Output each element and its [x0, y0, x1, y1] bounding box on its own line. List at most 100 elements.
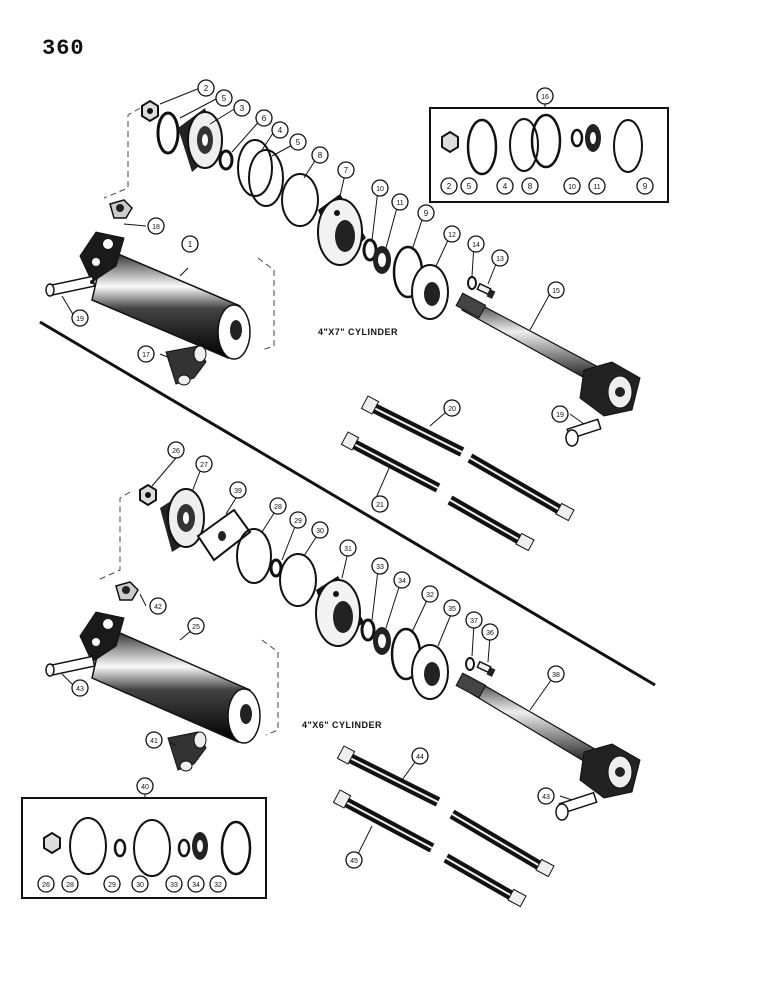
- clevis-pin: [555, 791, 598, 821]
- svg-text:7: 7: [344, 166, 349, 175]
- lower-cylinder-assembly: [45, 457, 641, 908]
- callout-34: 34: [187, 875, 205, 893]
- callout-33: 33: [371, 557, 389, 575]
- svg-text:33: 33: [376, 564, 384, 571]
- clevis-pin: [565, 418, 602, 447]
- callout-34: 34: [393, 571, 411, 589]
- svg-text:18: 18: [152, 224, 160, 231]
- callout-17: 17: [137, 345, 155, 363]
- svg-text:12: 12: [448, 232, 456, 239]
- callout-38: 38: [547, 665, 565, 683]
- svg-text:26: 26: [42, 882, 50, 889]
- clevis-pin: [45, 275, 96, 297]
- callout-42: 42: [149, 597, 167, 615]
- callout-7: 7: [337, 161, 355, 179]
- callout-2: 2: [440, 177, 458, 195]
- callout-11: 11: [391, 193, 409, 211]
- callout-13: 13: [491, 249, 509, 267]
- svg-text:44: 44: [416, 754, 424, 761]
- label-4x7-cylinder: 4"X7" CYLINDER: [318, 327, 399, 337]
- callout-15: 15: [547, 281, 565, 299]
- callout-19: 19: [551, 405, 569, 423]
- svg-text:2: 2: [447, 182, 452, 191]
- svg-text:11: 11: [396, 200, 403, 207]
- callout-39: 39: [229, 481, 247, 499]
- upper-cylinder-assembly: [45, 87, 641, 552]
- svg-text:28: 28: [274, 504, 282, 511]
- tie-rod: [360, 395, 575, 522]
- backup-ring: [236, 528, 272, 584]
- callout-26: 26: [167, 441, 185, 459]
- svg-text:11: 11: [593, 184, 600, 191]
- hydraulic-elbow-fitting: [115, 581, 139, 601]
- svg-text:34: 34: [398, 578, 406, 585]
- callout-25: 25: [187, 617, 205, 635]
- svg-text:29: 29: [108, 882, 116, 889]
- callout-29: 29: [289, 511, 307, 529]
- cylinder-gland: [315, 576, 364, 647]
- svg-text:38: 38: [552, 672, 560, 679]
- svg-text:36: 36: [486, 630, 494, 637]
- svg-text:8: 8: [528, 182, 533, 191]
- callout-32: 32: [209, 875, 227, 893]
- svg-text:8: 8: [318, 151, 323, 160]
- lock-washer: [465, 657, 475, 671]
- svg-text:17: 17: [142, 352, 150, 359]
- svg-text:19: 19: [76, 316, 84, 323]
- svg-text:4: 4: [278, 126, 283, 135]
- seal-ring: [279, 553, 317, 607]
- hydraulic-elbow-fitting: [109, 199, 133, 219]
- callout-21: 21: [371, 495, 389, 513]
- callout-29: 29: [103, 875, 121, 893]
- tie-rod: [332, 789, 527, 908]
- retainer-plate: [411, 264, 449, 320]
- svg-text:4: 4: [503, 182, 508, 191]
- piston-head: [160, 488, 205, 552]
- callout-30: 30: [311, 521, 329, 539]
- cylinder-barrel: [79, 611, 261, 744]
- o-ring: [156, 111, 180, 155]
- svg-text:45: 45: [350, 858, 358, 865]
- callout-26: 26: [37, 875, 55, 893]
- callout-33: 33: [165, 875, 183, 893]
- callout-8: 8: [311, 146, 329, 164]
- callout-30: 30: [131, 875, 149, 893]
- callout-43: 43: [537, 787, 555, 805]
- svg-text:6: 6: [262, 114, 267, 123]
- cylinder-barrel: [79, 231, 251, 360]
- callout-40: 40: [136, 777, 154, 795]
- svg-text:30: 30: [136, 882, 144, 889]
- washer: [360, 618, 376, 642]
- svg-text:37: 37: [470, 618, 478, 625]
- callouts: 2 5 3 6 4 5 8 7 10 11 9 12 14 13 18 1 19…: [37, 79, 654, 893]
- svg-text:10: 10: [376, 186, 384, 193]
- svg-text:42: 42: [154, 604, 162, 611]
- svg-text:26: 26: [172, 448, 180, 455]
- rod-wiper: [373, 246, 391, 274]
- hex-nut: [139, 483, 157, 507]
- callout-27: 27: [195, 455, 213, 473]
- callout-8: 8: [521, 177, 539, 195]
- label-4x6-cylinder: 4"X6" CYLINDER: [302, 720, 383, 730]
- callout-9: 9: [636, 177, 654, 195]
- seal-kit-box-16: [429, 96, 669, 203]
- callout-4: 4: [496, 177, 514, 195]
- svg-text:15: 15: [552, 288, 560, 295]
- svg-text:41: 41: [150, 738, 158, 745]
- callout-11: 11: [588, 177, 606, 195]
- svg-text:5: 5: [296, 138, 301, 147]
- svg-text:32: 32: [214, 882, 222, 889]
- callout-35: 35: [443, 599, 461, 617]
- callout-14: 14: [467, 235, 485, 253]
- svg-text:14: 14: [472, 242, 480, 249]
- section-divider-line: [39, 320, 656, 687]
- callout-19: 19: [71, 309, 89, 327]
- svg-text:39: 39: [234, 488, 242, 495]
- seal-ring: [281, 173, 319, 227]
- tie-rod: [336, 745, 555, 878]
- svg-text:30: 30: [316, 528, 324, 535]
- callout-44: 44: [411, 747, 429, 765]
- piston-head: [178, 108, 223, 172]
- wear-strip: [196, 508, 252, 562]
